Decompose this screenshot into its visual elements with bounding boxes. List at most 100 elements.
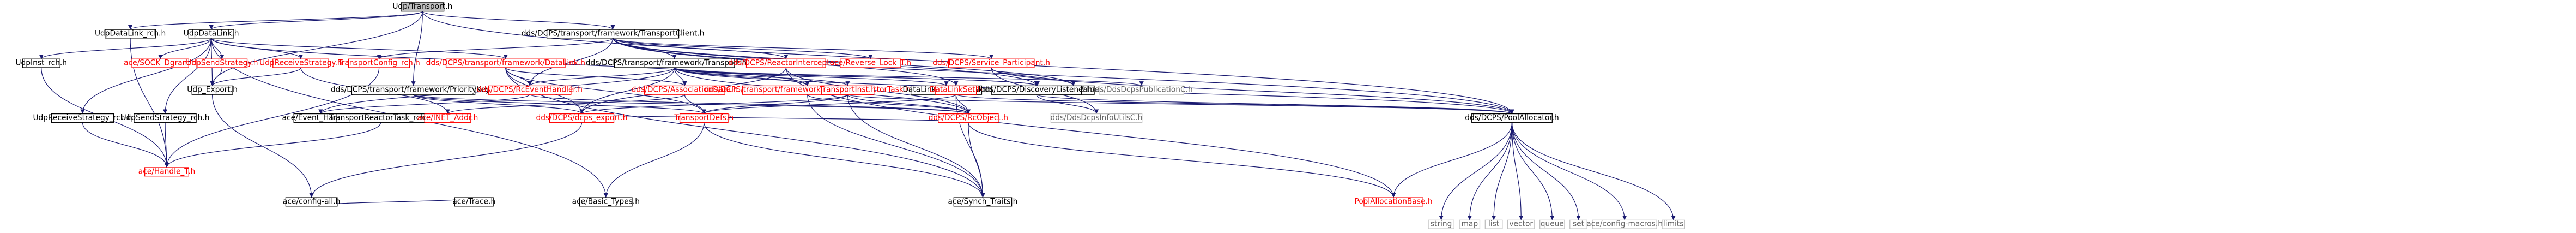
node-assoc: dds/DCPS/AssociationData.h <box>632 85 738 95</box>
node-pubc: dds/DdsDcpsPublicationC.h <box>1090 85 1193 95</box>
edge-dl-to-sock <box>158 38 212 59</box>
node-dlrch[interactable]: UdpDataLink_rch.h <box>95 29 166 39</box>
node-udpexport[interactable]: Udp_Export.h <box>187 86 238 95</box>
node-basic[interactable]: ace/Basic_Types.h <box>572 197 640 207</box>
node-rlt: ace/Reverse_Lock_T.h <box>830 59 911 68</box>
node-pab: PoolAllocationBase.h <box>1355 197 1433 207</box>
node-pk[interactable]: dds/DCPS/transport/framework/PriorityKey… <box>331 85 496 95</box>
node-label: UdpInst_rch.h <box>15 59 67 68</box>
node-label: UdpReceiveStrategy_rch.h <box>33 113 132 122</box>
node-tinst: TransportInst.h <box>819 86 876 95</box>
edge-pa-to-limits <box>1511 122 1676 220</box>
node-reh: dds/DCPS/RcEventHandler.h <box>477 85 583 95</box>
node-label: dds/DCPS/RcEventHandler.h <box>477 86 583 94</box>
node-trtrch[interactable]: TransportReactorTask_rch.h <box>329 113 432 123</box>
edge-rcobj-to-dcpsexport <box>580 113 969 123</box>
node-configall[interactable]: ace/config-all.h <box>283 197 340 207</box>
node-label: UdpReceiveStrategy.h <box>259 59 342 68</box>
node-box <box>188 29 234 39</box>
edge-pa-to-pab <box>1391 122 1513 198</box>
node-rsrch[interactable]: UdpReceiveStrategy_rch.h <box>33 113 132 123</box>
node-label: PoolAllocationBase.h <box>1355 197 1433 206</box>
node-box <box>1539 219 1565 229</box>
edge-tpi-to-disc <box>674 67 1039 86</box>
node-box <box>745 58 826 68</box>
node-box <box>488 85 572 95</box>
edge-tc-to-rlt <box>612 38 873 59</box>
node-label: dds/DCPS/PoolAllocator.h <box>1465 113 1559 122</box>
edge-pa-to-acecfgmac <box>1511 122 1627 220</box>
node-label: dds/DCPS/transport/framework/DataLink.h <box>426 59 585 68</box>
node-box <box>1099 85 1185 95</box>
node-sendstrat: UdpSendStrategy.h <box>186 59 258 68</box>
node-box <box>272 58 329 68</box>
edge-reh-to-rcobj <box>529 94 971 115</box>
edge-pk-to-dcpsexport <box>413 94 584 115</box>
edge-ssrch-to-rchandle <box>164 122 169 168</box>
node-inetaddr: ace/INET_Addr.h <box>417 113 478 123</box>
node-tc[interactable]: dds/DCPS/transport/framework/TransportCl… <box>522 29 705 39</box>
node-inst_rch[interactable]: UdpInst_rch.h <box>15 59 67 68</box>
node-label: ace/config-all.h <box>283 197 340 206</box>
node-box <box>351 85 476 95</box>
edge-root-to-pk <box>411 11 423 86</box>
node-box <box>679 113 729 123</box>
edge-svcp-to-timeval <box>991 67 1076 86</box>
edge-assoc-to-inetaddr <box>445 94 685 115</box>
edge-trt-to-rcobj <box>807 94 971 115</box>
node-trt: dds/DCPS/transport/framework/TransportRe… <box>704 86 911 95</box>
node-box <box>1484 219 1503 229</box>
node-dl[interactable]: UdpDataLink.h <box>184 29 239 39</box>
node-dls: DataLinkSet.h <box>930 86 983 95</box>
node-label: TransportReactorTask_rch.h <box>329 113 432 122</box>
node-pa[interactable]: dds/DCPS/PoolAllocator.h <box>1465 113 1559 123</box>
edge-fwdl-to-tdefs <box>505 67 706 114</box>
edge-tpi-to-dcpsexport <box>579 67 675 114</box>
edge-tc-to-reh <box>527 38 614 86</box>
node-label: set <box>1573 220 1585 229</box>
edge-disc-to-pa <box>1036 94 1514 115</box>
edge-root-to-dl <box>209 11 423 30</box>
node-trace[interactable]: ace/Trace.h <box>452 197 495 207</box>
node-tdefs: TransportDefs.h <box>674 113 734 123</box>
edge-tinst-to-tdefs <box>701 94 848 115</box>
node-rcobj: dds/DCPS/RcObject.h <box>929 113 1008 123</box>
node-label: TransportInst.h <box>819 86 876 94</box>
node-label: UdpDataLink.h <box>184 29 239 38</box>
edge-reh-to-eh <box>318 94 530 115</box>
node-tpi[interactable]: dds/DCPS/transport/framework/TransportIm… <box>586 59 763 68</box>
edge-root-to-tc <box>422 11 615 30</box>
node-label: ace/config-macros.h <box>1586 220 1663 229</box>
node-disc[interactable]: dds/DCPS/DiscoveryListener.h <box>980 86 1093 95</box>
node-box <box>401 2 445 12</box>
node-set: set <box>1569 220 1587 229</box>
node-fwdl: dds/DCPS/transport/framework/DataLink.h <box>426 59 585 68</box>
node-box <box>1507 219 1535 229</box>
node-box <box>424 113 471 123</box>
edge-trtrch-to-rchandle <box>164 122 381 168</box>
node-label: dds/DdsDcpsPublicationC.h <box>1090 86 1193 94</box>
node-queue: queue <box>1539 219 1565 229</box>
node-label: TransportDefs.h <box>674 113 734 122</box>
node-ssrch[interactable]: UdpSendStrategy_rch.h <box>121 113 210 123</box>
node-box <box>644 85 725 95</box>
node-label: dds/DCPS/transport/framework/TransportCl… <box>522 29 705 38</box>
edge-pa-to-queue <box>1511 122 1555 220</box>
node-synch[interactable]: ace/Synch_Traits.h <box>948 197 1017 207</box>
node-label: dds/DCPS/AssociationData.h <box>632 86 738 94</box>
node-label: limits <box>1663 220 1683 229</box>
node-box <box>134 113 197 123</box>
node-label: UdpSendStrategy.h <box>186 59 258 68</box>
node-label: list <box>1488 220 1500 229</box>
node-label: ace/Handle_T.h <box>138 167 195 176</box>
edge-tpi-to-pubc <box>674 67 1144 86</box>
node-label: dds/DCPS/dcps_export.h <box>536 113 628 122</box>
node-box <box>1428 219 1454 229</box>
edge-dls-to-rcobj <box>955 94 971 114</box>
edge-tc-to-svcp <box>612 38 994 59</box>
node-root[interactable]: Udp/Transport.h <box>392 2 452 12</box>
node-box <box>285 197 338 207</box>
edge-fwdl-to-assoc <box>505 67 687 86</box>
